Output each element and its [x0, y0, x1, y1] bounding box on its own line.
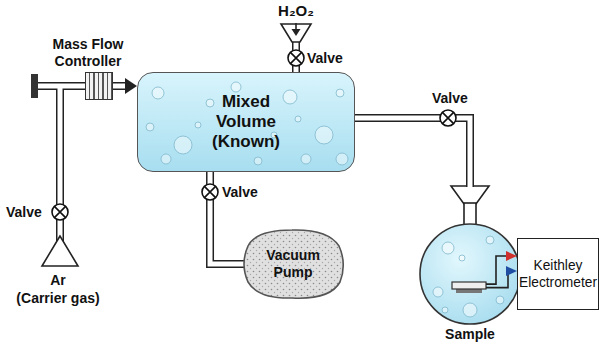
gas-pipe	[113, 78, 137, 94]
valve-symbol	[288, 50, 304, 66]
bubble	[146, 123, 154, 131]
chemical-label: H₂O₂	[278, 2, 314, 20]
bubble	[174, 136, 192, 154]
peroxide-funnel	[281, 24, 311, 42]
pipe-bore	[113, 84, 126, 89]
bubble	[195, 122, 201, 128]
node-label: Mixed Volume (Known)	[203, 92, 289, 152]
flow-controller: Mass Flow Controller	[38, 36, 138, 100]
bubble	[283, 90, 297, 104]
gas-label: (Carrier gas)	[16, 290, 99, 307]
node-label: Sample	[420, 326, 520, 343]
flow-controller-box	[85, 72, 113, 100]
sample-flask: Sample	[420, 186, 520, 344]
valve-label: Valve	[307, 50, 343, 67]
bubble	[336, 89, 344, 97]
bubble	[152, 87, 164, 99]
valve-label: Valve	[432, 90, 468, 107]
bubble	[231, 82, 241, 92]
pipe-bore	[355, 118, 470, 187]
text-center-wrap: Keithley Electrometer	[518, 239, 598, 309]
wire-line	[486, 256, 507, 284]
valve-label: Valve	[6, 204, 42, 221]
mixed-volume-chamber: Mixed Volume (Known)	[137, 72, 355, 172]
inlet-arrow	[292, 23, 301, 36]
gas-inlet-pipe	[38, 86, 86, 242]
bubble	[315, 126, 333, 144]
arrow-head	[506, 266, 517, 276]
sample-flask-drawing	[420, 186, 520, 324]
wire-line	[486, 271, 508, 287]
text-center-wrap: Mixed Volume (Known)	[138, 73, 354, 171]
valve-symbol	[440, 110, 456, 126]
gas-pipe	[355, 118, 470, 187]
valve-symbol	[52, 204, 68, 220]
node-label: Mass Flow Controller	[38, 36, 138, 70]
bubble	[301, 154, 311, 164]
gas-source-funnel	[42, 236, 78, 266]
valve-symbol	[202, 184, 218, 200]
vacuum-pump: Vacuum Pump	[240, 228, 346, 300]
bubble	[295, 116, 301, 122]
pipe-wall	[355, 118, 470, 187]
text-center-wrap: Vacuum Pump	[240, 228, 346, 300]
node-heading-group: Mass Flow Controller	[38, 36, 138, 70]
signal-wire	[486, 266, 517, 287]
bubble	[254, 157, 262, 165]
bubble	[336, 153, 348, 165]
arrow-head	[506, 251, 517, 261]
pipe-cap	[31, 74, 38, 98]
arrow-head	[125, 78, 137, 94]
node-label: Vacuum Pump	[256, 247, 330, 281]
valve-label: Valve	[222, 184, 258, 201]
gas-label: Ar	[50, 272, 66, 289]
pipe-wall	[113, 82, 126, 90]
bubble	[161, 154, 171, 164]
pump-body	[244, 230, 343, 298]
flask-caption-wrap: Sample	[420, 326, 520, 343]
node-label: Keithley Electrometer	[519, 257, 597, 291]
signal-wire	[486, 251, 517, 284]
bubble	[206, 99, 214, 107]
electrometer-box: Keithley Electrometer	[517, 238, 599, 310]
